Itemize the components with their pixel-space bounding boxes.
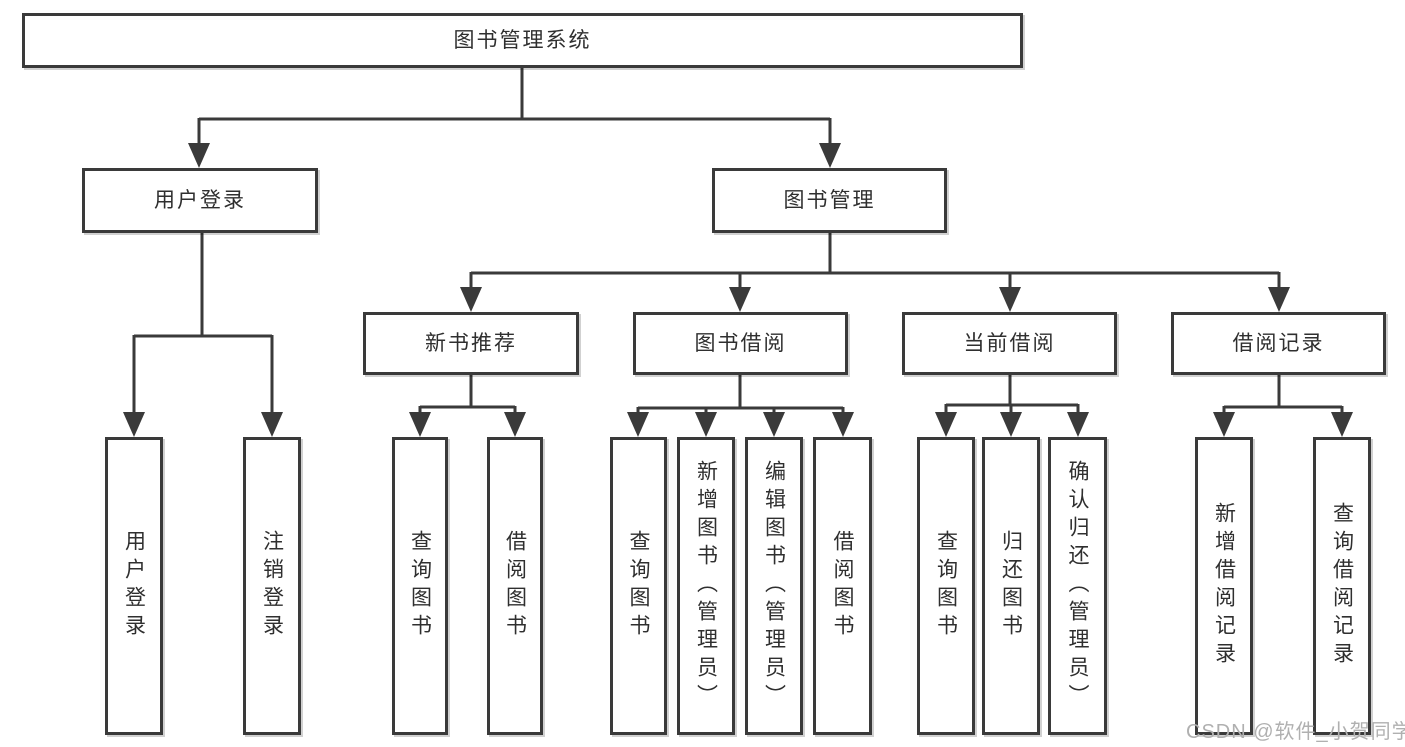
leaf-records-add-record: 新增借阅记录 bbox=[1195, 437, 1253, 735]
node-new-book-recommend: 新书推荐 bbox=[363, 312, 579, 375]
node-user-login-label: 用户登录 bbox=[154, 189, 246, 212]
node-new-book-recommend-label: 新书推荐 bbox=[425, 332, 517, 355]
leaf-borrow-edit-book-admin-label: 编辑图书（管理员） bbox=[762, 460, 786, 712]
arrowheads bbox=[123, 143, 1353, 437]
node-current-borrow: 当前借阅 bbox=[902, 312, 1117, 375]
leaf-records-query-record-label: 查询借阅记录 bbox=[1330, 502, 1354, 670]
leaf-records-add-record-label: 新增借阅记录 bbox=[1212, 502, 1236, 670]
leaf-borrow-query-book: 查询图书 bbox=[610, 437, 667, 735]
leaf-logout: 注销登录 bbox=[243, 437, 301, 735]
leaf-current-confirm-return-admin: 确认归还（管理员） bbox=[1048, 437, 1107, 735]
node-root-label: 图书管理系统 bbox=[453, 29, 592, 52]
leaf-rec-borrow-book-label: 借阅图书 bbox=[503, 530, 527, 642]
leaf-borrow-query-book-label: 查询图书 bbox=[627, 530, 650, 642]
node-current-borrow-label: 当前借阅 bbox=[963, 332, 1056, 355]
node-user-login: 用户登录 bbox=[82, 168, 318, 233]
node-book-management: 图书管理 bbox=[712, 168, 947, 233]
leaf-user-login: 用户登录 bbox=[105, 437, 163, 735]
leaf-user-login-label: 用户登录 bbox=[122, 530, 146, 642]
leaf-rec-query-book-label: 查询图书 bbox=[408, 530, 432, 642]
leaf-current-return-book-label: 归还图书 bbox=[999, 530, 1023, 642]
leaf-current-confirm-return-admin-label: 确认归还（管理员） bbox=[1066, 460, 1089, 712]
node-root: 图书管理系统 bbox=[22, 13, 1023, 68]
leaf-borrow-add-book-admin-label: 新增图书（管理员） bbox=[694, 460, 718, 712]
csdn-watermark: CSDN @软件_小贺同学 bbox=[1186, 721, 1405, 743]
node-borrow-records-label: 借阅记录 bbox=[1232, 332, 1325, 355]
leaf-current-return-book: 归还图书 bbox=[982, 437, 1040, 735]
leaf-rec-query-book: 查询图书 bbox=[392, 437, 448, 735]
leaf-logout-label: 注销登录 bbox=[260, 530, 284, 642]
leaf-current-query-book-label: 查询图书 bbox=[934, 530, 958, 642]
leaf-records-query-record: 查询借阅记录 bbox=[1313, 437, 1371, 735]
node-book-borrow: 图书借阅 bbox=[633, 312, 848, 375]
leaf-current-query-book: 查询图书 bbox=[917, 437, 975, 735]
leaf-borrow-edit-book-admin: 编辑图书（管理员） bbox=[745, 437, 803, 735]
node-book-borrow-label: 图书借阅 bbox=[694, 332, 787, 355]
leaf-borrow-add-book-admin: 新增图书（管理员） bbox=[677, 437, 735, 735]
node-borrow-records: 借阅记录 bbox=[1171, 312, 1386, 375]
leaf-rec-borrow-book: 借阅图书 bbox=[487, 437, 543, 735]
leaf-borrow-borrow-book: 借阅图书 bbox=[813, 437, 872, 735]
node-book-management-label: 图书管理 bbox=[783, 189, 876, 212]
leaf-borrow-borrow-book-label: 借阅图书 bbox=[831, 530, 854, 642]
